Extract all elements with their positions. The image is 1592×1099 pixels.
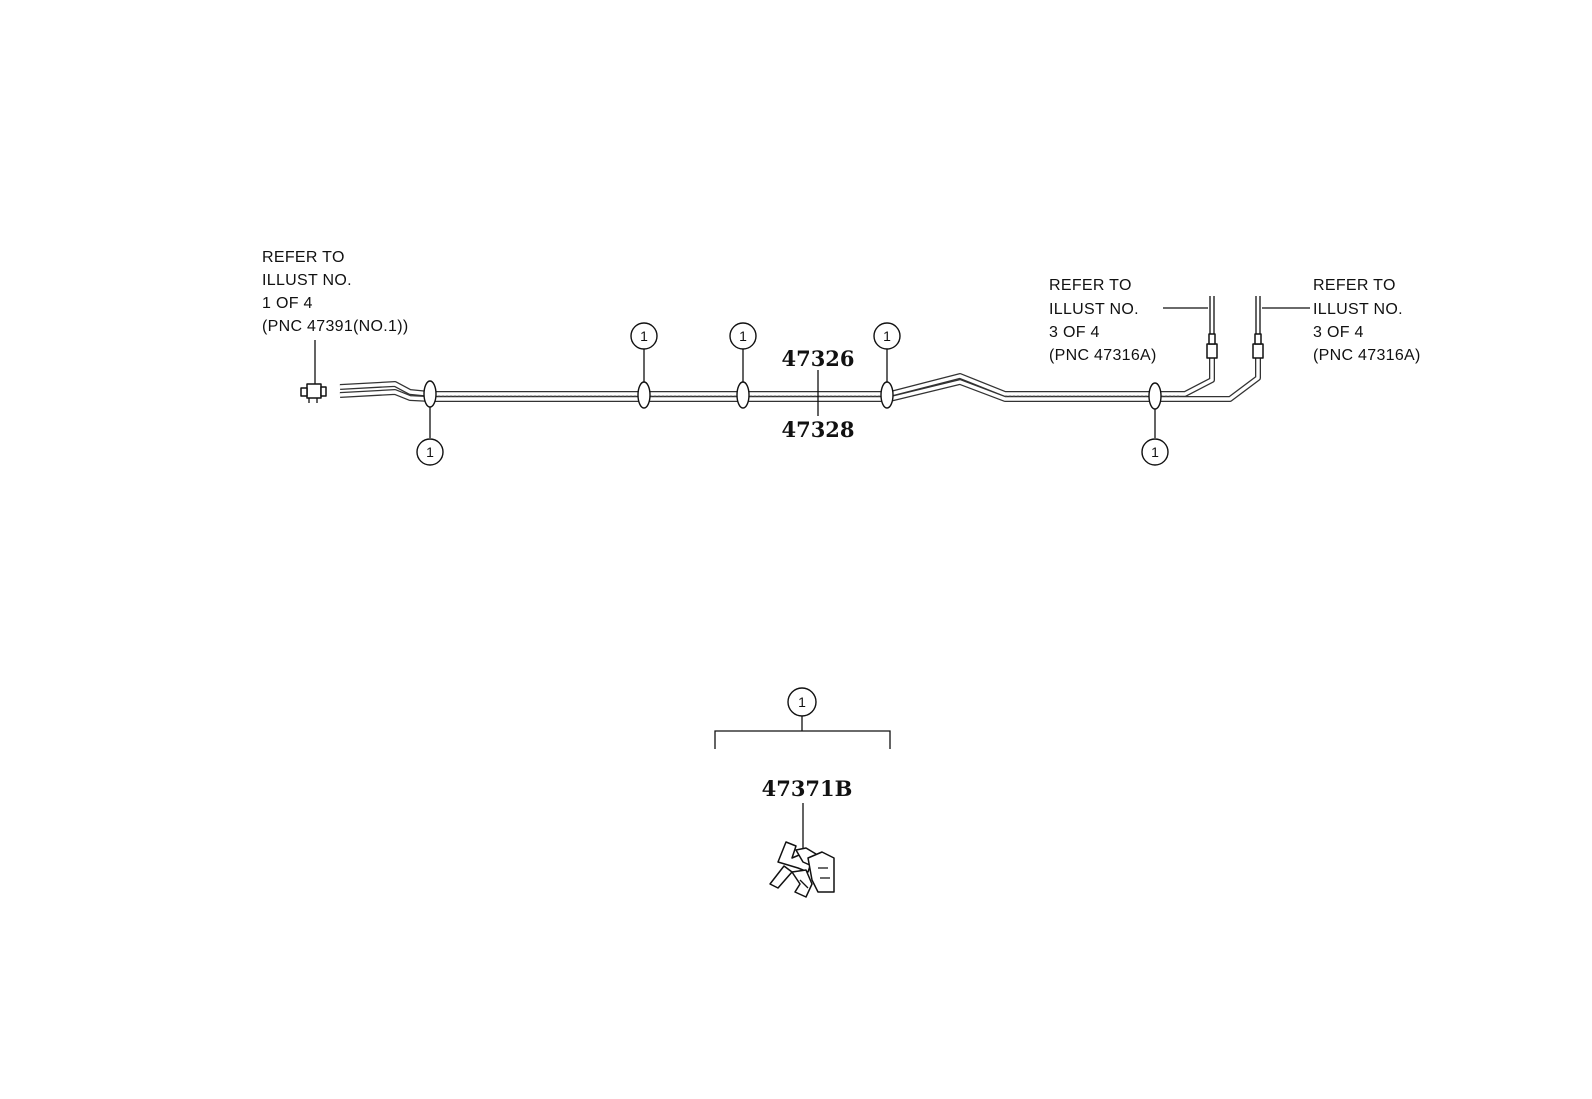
left-note-line-1: REFER TO — [262, 249, 345, 266]
part-number-47328: 47328 — [781, 417, 854, 442]
right-a-note-line-3: 3 OF 4 — [1049, 324, 1100, 341]
callout-number: 1 — [739, 328, 747, 344]
right-b-note-line-1: REFER TO — [1313, 277, 1396, 294]
left-connector-icon — [300, 383, 327, 403]
right-fitting-b-icon — [1252, 296, 1264, 359]
right-a-note-line-4: (PNC 47316A) — [1049, 347, 1157, 364]
left-note-line-4: (PNC 47391(NO.1)) — [262, 318, 408, 335]
callout-number: 1 — [426, 444, 434, 460]
clamp-2: 1 — [630, 322, 658, 409]
part-number-47371b: 47371B — [762, 776, 853, 801]
clamp-detail: 1 47371B — [714, 687, 891, 898]
right-b-note-line-4: (PNC 47316A) — [1313, 347, 1421, 364]
right-b-note-line-2: ILLUST NO. — [1313, 301, 1403, 318]
clamp-part-icon — [769, 841, 835, 898]
callout-number: 1 — [798, 694, 806, 710]
left-note-line-2: ILLUST NO. — [262, 272, 352, 289]
part-number-47326: 47326 — [781, 346, 854, 371]
right-b-note-line-3: 3 OF 4 — [1313, 324, 1364, 341]
right-a-note-line-1: REFER TO — [1049, 277, 1132, 294]
clamp-5: 1 — [1141, 382, 1169, 466]
right-reference-note-a: REFER TO ILLUST NO. 3 OF 4 (PNC 47316A) — [1049, 277, 1208, 364]
clamp-4: 1 — [873, 322, 901, 409]
clamp-3: 1 — [729, 322, 757, 409]
callout-number: 1 — [883, 328, 891, 344]
left-reference-note: REFER TO ILLUST NO. 1 OF 4 (PNC 47391(NO… — [262, 249, 408, 385]
clamp-1: 1 — [416, 380, 444, 466]
left-note-line-3: 1 OF 4 — [262, 295, 313, 312]
callout-bracket — [714, 730, 891, 749]
right-fitting-a-icon — [1206, 296, 1218, 359]
brake-tube-bundle — [339, 358, 1261, 402]
right-a-note-line-2: ILLUST NO. — [1049, 301, 1139, 318]
right-reference-note-b: REFER TO ILLUST NO. 3 OF 4 (PNC 47316A) — [1262, 277, 1421, 364]
tube-part-labels: 47326 47328 — [781, 346, 854, 442]
callout-number: 1 — [640, 328, 648, 344]
callout-number: 1 — [1151, 444, 1159, 460]
